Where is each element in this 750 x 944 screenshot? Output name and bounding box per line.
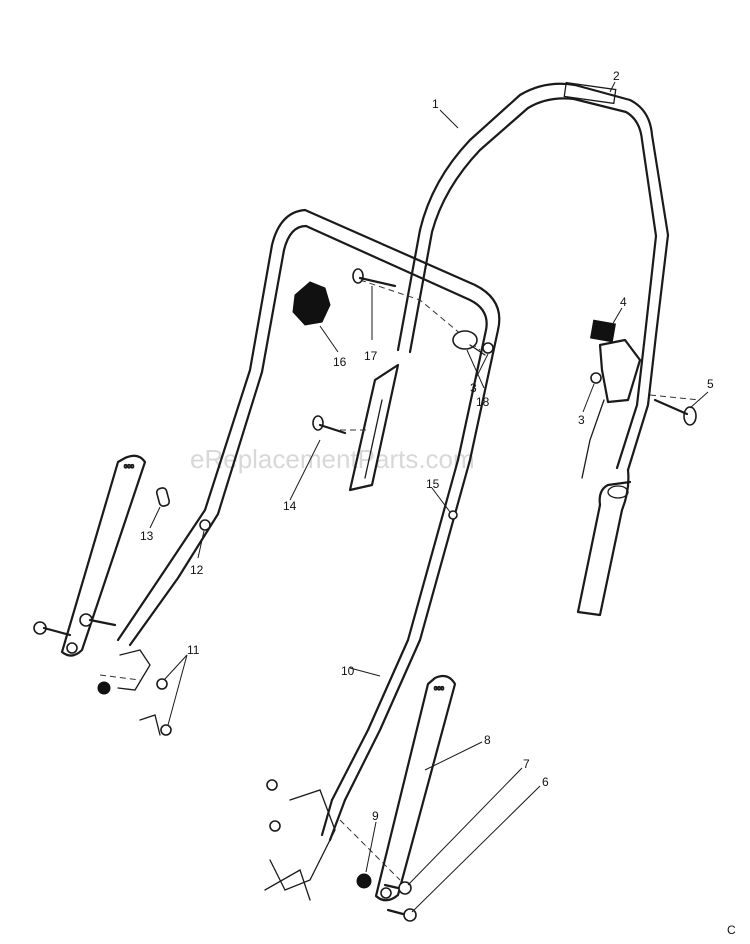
nut-right-b <box>269 820 281 832</box>
leader-lines <box>149 81 709 913</box>
alignment-line <box>649 394 701 401</box>
upper-handle-lower-tube <box>576 468 632 617</box>
nut-right-a <box>266 779 278 791</box>
callout-labels: 1 2 3 3 4 5 6 7 8 9 10 11 12 13 14 15 16… <box>140 69 714 823</box>
washer-left <box>97 681 111 695</box>
nut-3-right <box>590 372 602 384</box>
nut-11-b <box>160 724 172 736</box>
center-bracket <box>348 363 400 492</box>
upper-handle <box>396 81 670 472</box>
left-deck-bracket <box>117 649 161 736</box>
engine-control-4 <box>581 319 642 479</box>
callout-13: 13 <box>140 529 154 543</box>
washer-9 <box>356 873 372 889</box>
callout-3-right: 3 <box>578 413 585 427</box>
svg-text:ooo: ooo <box>434 686 445 692</box>
left-bolt-upper <box>33 621 72 637</box>
corner-mark: C <box>727 923 736 937</box>
callout-2: 2 <box>613 69 620 83</box>
right-side-arm: ooo <box>374 674 457 902</box>
nut-11-a <box>156 678 168 690</box>
callout-18: 18 <box>476 395 490 409</box>
callout-11: 11 <box>187 643 200 657</box>
bolt-5 <box>653 398 697 426</box>
callout-1: 1 <box>432 97 439 111</box>
nut-3-left <box>482 342 494 354</box>
bolt-17 <box>352 268 397 288</box>
pin-13 <box>155 487 171 507</box>
callout-3-left: 3 <box>470 381 477 395</box>
left-side-arm: ooo <box>60 454 147 657</box>
callout-9: 9 <box>372 809 379 823</box>
bolt-6 <box>386 908 417 922</box>
svg-text:ooo: ooo <box>124 464 135 470</box>
left-bolt-lower <box>79 613 117 627</box>
handle-grip <box>563 81 617 105</box>
callout-14: 14 <box>283 499 297 513</box>
callout-8: 8 <box>484 733 491 747</box>
nut-12 <box>199 519 211 531</box>
pin-15 <box>448 510 458 520</box>
right-deck-bracket <box>264 789 336 901</box>
callout-5: 5 <box>707 377 714 391</box>
callout-12: 12 <box>190 563 204 577</box>
bolt-14 <box>312 415 347 435</box>
callout-6: 6 <box>542 775 549 789</box>
callout-15: 15 <box>426 477 440 491</box>
alignment-line <box>99 674 141 681</box>
callout-10: 10 <box>341 664 355 678</box>
cable-clip-18 <box>452 330 486 356</box>
knob-16 <box>292 281 331 326</box>
callout-16: 16 <box>333 355 347 369</box>
lower-handle-frame <box>116 208 501 842</box>
callout-4: 4 <box>620 295 627 309</box>
callout-17: 17 <box>364 349 378 363</box>
callout-7: 7 <box>523 757 530 771</box>
